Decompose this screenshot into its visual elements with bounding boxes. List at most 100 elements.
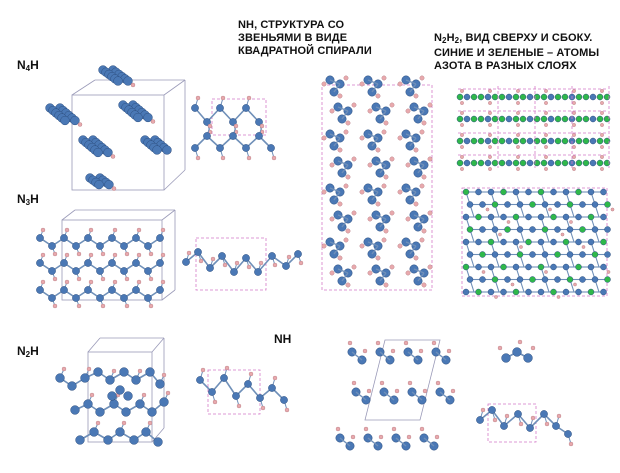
- nitrogen-atom: [488, 406, 496, 414]
- hydrogen-atom: [124, 251, 130, 257]
- nitrogen-atom: [504, 226, 511, 233]
- nitrogen-atom: [466, 226, 474, 233]
- n3h-3d-structure: [36, 209, 176, 309]
- nitrogen-atom: [72, 242, 80, 250]
- nitrogen-atom: [120, 242, 128, 250]
- hydrogen-atom: [389, 156, 395, 162]
- bond: [409, 137, 417, 147]
- hydrogen-atom: [573, 282, 577, 287]
- bond: [417, 218, 425, 228]
- hydrogen-atom: [367, 162, 373, 168]
- hydrogen-atom: [488, 111, 492, 115]
- hydrogen-atom: [421, 120, 427, 126]
- hydrogen-atom: [100, 276, 106, 282]
- nitrogen-atom: [575, 238, 582, 246]
- nitrogen-atom: [512, 188, 520, 196]
- nitrogen-atom: [512, 263, 520, 271]
- hydrogen-atom: [403, 340, 409, 346]
- n2h-3d-structure: [55, 337, 171, 447]
- nitrogen-atom: [120, 267, 128, 275]
- nitrogen-atom: [541, 201, 549, 208]
- nitrogen-atom: [500, 288, 507, 296]
- nitrogen-atom: [554, 159, 562, 167]
- hydrogen-atom: [329, 216, 335, 222]
- nitrogen-atom: [491, 201, 499, 208]
- nitrogen-atom: [462, 213, 470, 221]
- hydrogen-atom: [381, 237, 387, 243]
- nitrogen-atom: [540, 93, 548, 101]
- nitrogen-atom: [537, 288, 545, 296]
- hydrogen-atom: [329, 162, 335, 168]
- nitrogen-atom: [591, 201, 599, 208]
- nitrogen-atom: [462, 288, 470, 296]
- hydrogen-atom: [544, 155, 548, 159]
- hydrogen-atom: [383, 228, 389, 234]
- nitrogen-atom: [603, 115, 611, 123]
- nitrogen-atom: [487, 263, 495, 271]
- hydrogen-atom: [497, 345, 503, 351]
- hydrogen-atom: [40, 279, 46, 285]
- nitrogen-atom: [512, 159, 520, 167]
- hydrogen-atom: [516, 123, 520, 127]
- bond: [371, 245, 379, 255]
- hydrogen-atom: [413, 201, 419, 207]
- hydrogen-atom: [460, 111, 464, 115]
- hydrogen-atom: [298, 260, 304, 266]
- hydrogen-atom: [610, 207, 615, 212]
- nitrogen-atom: [479, 251, 486, 258]
- nitrogen-atom: [36, 234, 44, 242]
- nitrogen-atom: [268, 384, 276, 392]
- hydrogen-atom: [600, 145, 604, 149]
- hydrogen-atom: [100, 251, 106, 257]
- nitrogen-atom: [512, 93, 520, 101]
- nitrogen-atom: [84, 234, 92, 242]
- hydrogen-atom: [52, 303, 58, 309]
- hydrogen-atom: [136, 252, 142, 258]
- nitrogen-atom: [466, 251, 474, 258]
- hydrogen-atom: [343, 183, 349, 189]
- hydrogen-atom: [560, 232, 565, 237]
- bond: [371, 83, 379, 93]
- nitrogen-atom: [70, 115, 80, 126]
- hydrogen-atom: [88, 279, 94, 285]
- hydrogen-atom: [88, 252, 94, 258]
- hydrogen-atom: [600, 111, 604, 115]
- nitrogen-atom: [600, 288, 607, 296]
- nitrogen-atom: [525, 213, 532, 221]
- bond: [413, 106, 425, 112]
- bond: [341, 272, 349, 282]
- nitrogen-atom: [80, 373, 90, 383]
- unit-cell-edge: [61, 209, 76, 221]
- hydrogen-atom: [606, 270, 611, 274]
- hydrogen-atom: [198, 258, 204, 264]
- hydrogen-atom: [397, 243, 403, 249]
- hydrogen-atom: [147, 420, 153, 426]
- unit-cell-edge: [161, 209, 176, 221]
- hydrogen-atom: [405, 162, 411, 168]
- caption-n2h2: N2H2, ВИД СВЕРХУ И СБОКУ. СИНИЕ И ЗЕЛЕНЫ…: [434, 32, 600, 72]
- hydrogen-atom: [335, 426, 341, 432]
- nitrogen-atom: [491, 115, 499, 123]
- nitrogen-atom: [554, 201, 561, 208]
- nitrogen-atom: [105, 375, 115, 385]
- nitrogen-atom: [589, 115, 597, 123]
- nitrogen-atom: [604, 201, 611, 208]
- hydrogen-atom: [516, 155, 520, 159]
- nitrogen-atom: [103, 147, 113, 158]
- nitrogen-atom: [525, 288, 532, 296]
- nitrogen-atom: [579, 201, 586, 208]
- bond: [379, 351, 391, 361]
- nitrogen-atom: [144, 267, 152, 275]
- hydrogen-atom: [160, 252, 166, 258]
- nitrogen-atom: [479, 201, 486, 208]
- hydrogen-atom: [488, 133, 492, 137]
- nitrogen-atom: [470, 159, 478, 167]
- hydrogen-atom: [450, 388, 456, 394]
- bond: [407, 351, 419, 361]
- hydrogen-atom: [383, 282, 389, 288]
- nitrogen-atom: [537, 263, 545, 271]
- nitrogen-atom: [552, 422, 560, 430]
- bond: [329, 133, 341, 139]
- hydrogen-atom: [124, 276, 130, 282]
- hydrogen-atom: [544, 101, 548, 105]
